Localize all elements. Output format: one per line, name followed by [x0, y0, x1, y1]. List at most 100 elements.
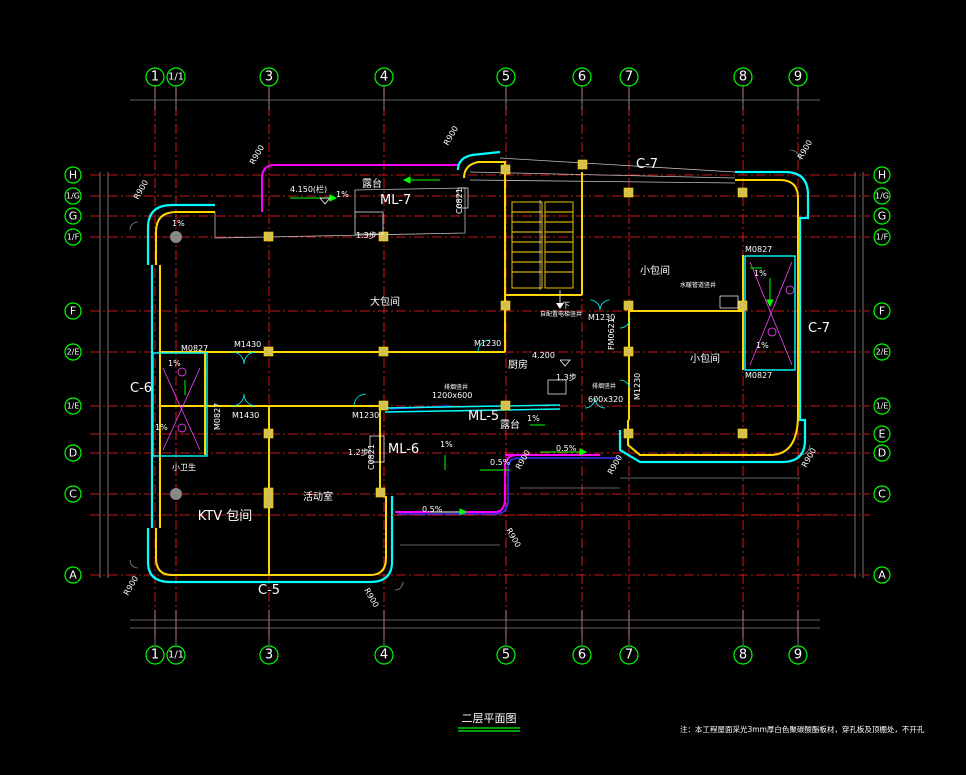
- slope-label: 1%: [527, 414, 540, 423]
- svg-text:8: 8: [739, 648, 747, 663]
- door-m0827-c: M0827: [745, 371, 772, 380]
- radius-label: R900: [442, 124, 460, 147]
- axis-bubble: D: [873, 444, 891, 462]
- axis-bubble: 7: [619, 645, 639, 665]
- shaft-label-2: 水暖管道竖井: [680, 281, 716, 289]
- axis-bubble: E: [873, 425, 891, 443]
- terrace-top-label: 露台: [362, 177, 382, 190]
- svg-text:1/F: 1/F: [67, 233, 80, 242]
- terrace-mid-label: 露台: [500, 418, 520, 431]
- svg-text:4: 4: [380, 70, 388, 85]
- door-ml5: ML-5: [468, 409, 499, 424]
- axis-bubble: 8: [733, 67, 753, 87]
- svg-text:1/E: 1/E: [876, 402, 889, 411]
- dimension-lines: [99, 99, 864, 629]
- axis-bubble: 1/1: [166, 645, 186, 665]
- svg-text:4: 4: [380, 648, 388, 663]
- radius-label: R900: [796, 138, 814, 161]
- step-label: 1.3步: [356, 231, 377, 240]
- svg-text:9: 9: [794, 648, 802, 663]
- svg-text:A: A: [878, 569, 886, 582]
- slope-label: 0.5%: [556, 444, 577, 453]
- axis-bubble: 3: [259, 645, 279, 665]
- window-c7-right: C-7: [808, 321, 830, 336]
- vent-label-a: 排烟竖井: [444, 383, 468, 391]
- exterior-wall: [146, 150, 810, 584]
- axis-bubble: F: [873, 302, 891, 320]
- svg-text:D: D: [878, 447, 886, 460]
- svg-text:C: C: [878, 488, 886, 501]
- svg-text:F: F: [70, 305, 76, 318]
- svg-text:3: 3: [265, 70, 273, 85]
- roof-gutter: [261, 164, 600, 513]
- window-c5: C-5: [258, 583, 280, 598]
- corner-arcs: [129, 149, 811, 591]
- axis-bubble: 1/G: [873, 187, 891, 205]
- door-ml7: ML-7: [380, 193, 411, 208]
- axis-bubbles-top: 1 1/1 3 4 5 6 7 8 9: [145, 67, 808, 87]
- svg-text:C: C: [69, 488, 77, 501]
- svg-text:1/F: 1/F: [876, 233, 889, 242]
- axis-bubbles-left: H 1/G G 1/F F 2/E 1/E D C A: [64, 166, 82, 584]
- slope-label: 1%: [168, 359, 181, 368]
- svg-text:5: 5: [502, 648, 510, 663]
- svg-text:7: 7: [625, 70, 633, 85]
- axis-bubble: H: [64, 166, 82, 184]
- room-kitchen: 厨房: [508, 358, 528, 371]
- axis-bubble: 1: [145, 645, 165, 665]
- axis-bubble: C: [873, 485, 891, 503]
- vent-1200: 1200x600: [432, 391, 472, 400]
- door-swings: [231, 299, 631, 409]
- axis-bubble: 8: [733, 645, 753, 665]
- stair-down-label: 下: [562, 301, 570, 310]
- axis-bubble: 1/E: [64, 397, 82, 415]
- window-c0821-a: C0821: [455, 188, 464, 214]
- vent-shafts: [354, 187, 739, 463]
- slope-label: 1%: [172, 219, 185, 228]
- upper-terrace: [214, 157, 736, 239]
- radius-label: R900: [362, 587, 380, 610]
- svg-text:G: G: [69, 210, 78, 223]
- svg-text:7: 7: [625, 648, 633, 663]
- axis-bubble: 7: [619, 67, 639, 87]
- slope-label: 1%: [336, 190, 349, 199]
- radius-label: R900: [132, 178, 150, 201]
- svg-text:1/G: 1/G: [875, 192, 889, 201]
- door-m1230-b: M1230: [352, 411, 379, 420]
- axis-bubble: A: [64, 566, 82, 584]
- room-big-room: 大包间: [370, 295, 400, 308]
- slope-label: 0.5%: [490, 458, 511, 467]
- floor-drains: [177, 285, 795, 433]
- axis-bubble: 5: [496, 645, 516, 665]
- drawing-note: 注：本工程屋面采光3mm厚白色聚碳酸酯板材，穿孔板及顶棚处，不开孔: [680, 724, 925, 734]
- svg-text:3: 3: [265, 648, 273, 663]
- bubble-leaders: [154, 85, 799, 645]
- vent-600: 600x320: [588, 395, 623, 404]
- svg-text:1/1: 1/1: [168, 650, 184, 661]
- axis-bubbles-right: H 1/G G 1/F F 2/E 1/E E D C A: [873, 166, 891, 584]
- door-m0827-b: M0827: [745, 245, 772, 254]
- door-m0827-a: M0827: [181, 344, 208, 353]
- axis-bubble: 9: [788, 645, 808, 665]
- room-ktv: KTV 包间: [198, 509, 252, 524]
- vent-label-b: 排烟竖井: [592, 382, 616, 390]
- svg-text:6: 6: [578, 70, 586, 85]
- slope-label: 1%: [155, 423, 168, 432]
- svg-text:G: G: [878, 210, 887, 223]
- door-m1230-a: M1230: [474, 339, 501, 348]
- svg-text:D: D: [69, 447, 77, 460]
- svg-text:1/1: 1/1: [168, 72, 184, 83]
- radius-label: R900: [514, 448, 532, 471]
- elevation-4150: 4.150(栏): [290, 184, 327, 194]
- columns: [263, 159, 748, 509]
- slope-label: 1%: [754, 269, 767, 278]
- room-small-room-2: 小包间: [690, 352, 720, 365]
- drainage-arrows: [184, 176, 774, 516]
- axis-bubble: 2/E: [64, 343, 82, 361]
- svg-text:1/E: 1/E: [67, 402, 80, 411]
- axis-bubble: D: [64, 444, 82, 462]
- radius-label: R900: [606, 453, 624, 476]
- axis-bubbles-bottom: 1 1/1 3 4 5 6 7 8 9: [145, 645, 808, 665]
- axis-bubble: A: [873, 566, 891, 584]
